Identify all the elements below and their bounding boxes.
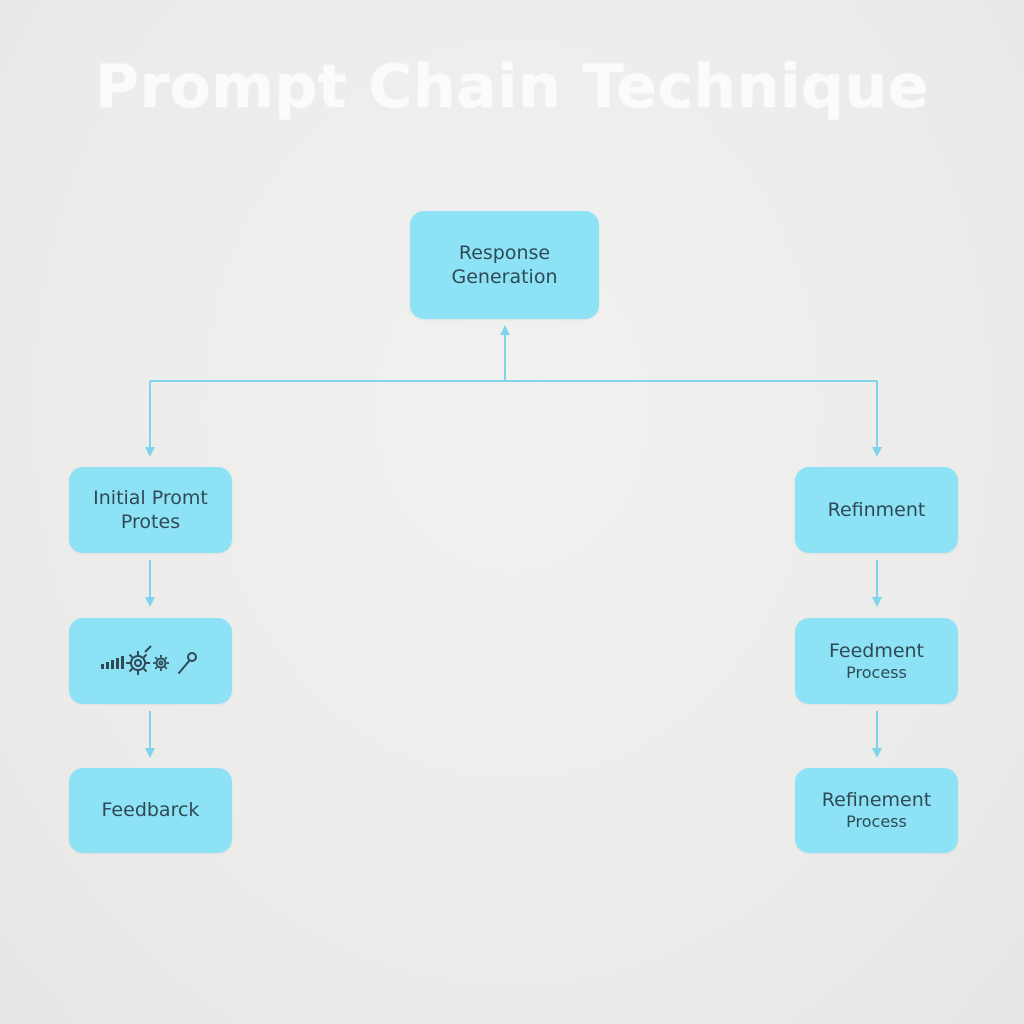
node-initial-prompt-line2: Protes	[120, 511, 181, 533]
node-feedment-process[interactable]: Feedment Process	[795, 618, 958, 704]
node-initial-prompt[interactable]: Initial Promt Protes	[69, 467, 232, 553]
node-refinment-line1: Refinment	[827, 498, 926, 521]
gear-icon	[125, 645, 152, 675]
node-initial-prompt-line1: Initial Promt	[93, 486, 208, 509]
small-gear-icon	[152, 655, 169, 671]
node-feedback-line1: Feedbarck	[101, 799, 200, 822]
node-refinement-process[interactable]: Refinement Process	[795, 768, 958, 853]
node-refinement-process-line2: Process	[846, 812, 907, 832]
node-response-generation-line2: Generation	[451, 266, 558, 288]
signal-bars-icon	[100, 656, 124, 669]
node-feedment-process-line2: Process	[846, 662, 907, 682]
node-refinement-process-line1: Refinement	[821, 789, 932, 812]
node-response-generation[interactable]: Response Generation	[410, 211, 599, 319]
node-icons-row	[99, 643, 203, 679]
node-feedback[interactable]: Feedbarck	[69, 768, 232, 853]
diagram-title: Prompt Chain Technique	[95, 52, 929, 122]
node-refinment[interactable]: Refinment	[795, 467, 958, 553]
node-feedment-process-line1: Feedment	[828, 639, 925, 662]
pen-icon	[177, 652, 197, 674]
tools-icon-group	[100, 645, 197, 675]
node-tools-icons[interactable]	[69, 618, 232, 704]
node-response-generation-line1: Response	[458, 241, 551, 264]
